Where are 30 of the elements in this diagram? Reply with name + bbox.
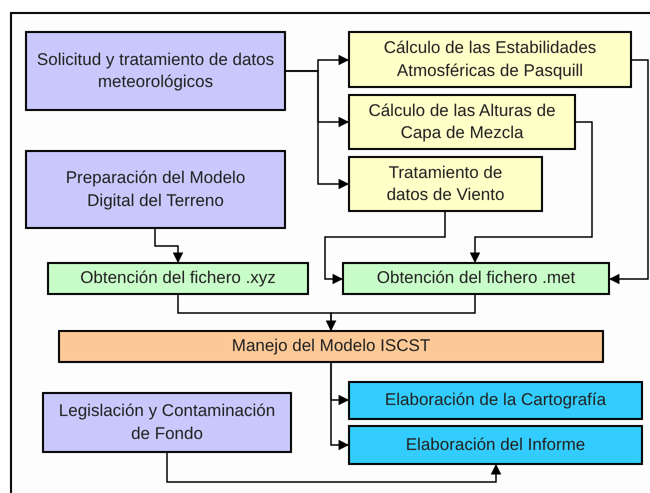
- arrow: [608, 59, 649, 284]
- box-label: Cálculo de las Estabilidades Atmosféricas de Pasquill: [382, 37, 598, 82]
- box-label: Solicitud y tratamiento de datos meteorológicos: [36, 48, 276, 93]
- process-box: [47, 262, 309, 295]
- process-box: [348, 381, 643, 420]
- box-label: Tratamiento de datos de Viento: [386, 162, 506, 206]
- box-label: Manejo del Modelo ISCST: [232, 335, 430, 358]
- process-box: [58, 330, 604, 363]
- box-label: Elaboración de la Cartografía: [384, 389, 606, 412]
- process-box: [348, 156, 543, 212]
- box-label: Elaboración del Informe: [406, 434, 586, 456]
- arrow: [166, 453, 502, 483]
- process-box: [348, 425, 643, 465]
- process-box: [25, 150, 286, 229]
- process-box: [42, 392, 292, 453]
- arrow: [324, 212, 446, 284]
- box-label: Preparación del Modelo Digital del Terreno: [64, 167, 246, 212]
- box-label: Legislación y Contaminación de Fondo: [58, 400, 276, 444]
- process-box: [348, 94, 576, 150]
- process-box: [348, 31, 632, 88]
- arrow: [330, 363, 350, 450]
- arrow: [154, 229, 184, 264]
- arrow: [286, 70, 350, 190]
- box-label: Obtención del fichero .met: [376, 267, 576, 290]
- arrow: [470, 121, 593, 264]
- box-label: Obtención del fichero .xyz: [80, 267, 276, 290]
- arrow: [326, 295, 476, 332]
- process-box: [25, 31, 286, 111]
- box-label: Cálculo de las Alturas de Capa de Mezcla: [367, 100, 557, 144]
- process-box: [342, 262, 610, 295]
